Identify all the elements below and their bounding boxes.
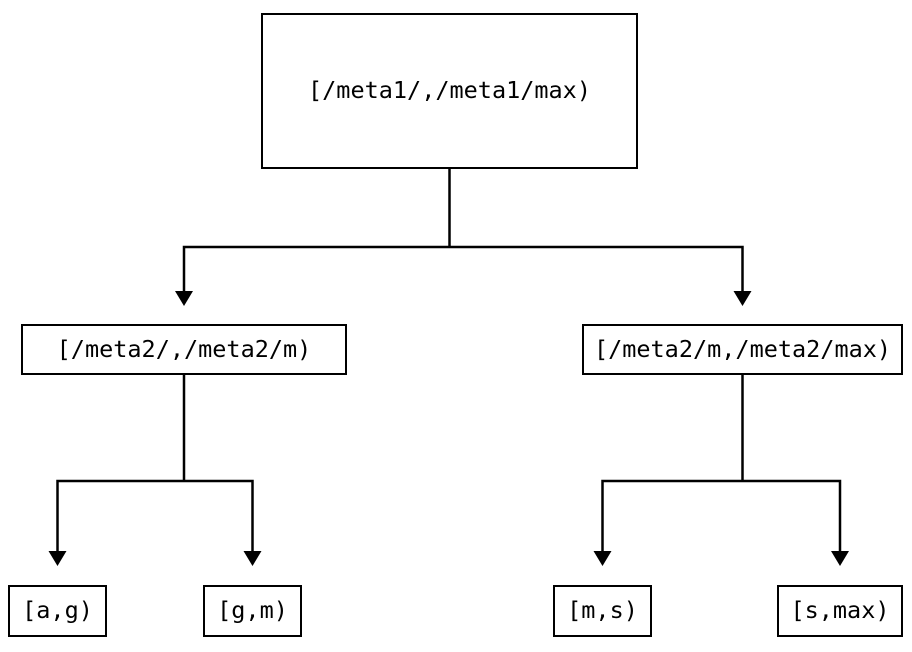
node-meta2-right: [/meta2/m,/meta2/max) bbox=[582, 324, 903, 375]
node-root: [/meta1/,/meta1/max) bbox=[261, 13, 638, 169]
arrow-down-icon bbox=[831, 551, 849, 566]
arrow-down-icon bbox=[733, 291, 752, 306]
edge-right-to-leaves bbox=[593, 375, 849, 566]
leaf-node-g-m: [g,m) bbox=[203, 585, 302, 637]
edge-line bbox=[182, 245, 744, 292]
leaf-node-m-s: [m,s) bbox=[553, 585, 652, 637]
edge-left-to-leaves bbox=[48, 375, 262, 566]
leaf-node-s-max: [s,max) bbox=[777, 585, 903, 637]
node-meta2-left: [/meta2/,/meta2/m) bbox=[21, 324, 347, 375]
arrow-down-icon bbox=[593, 551, 612, 566]
arrow-down-icon bbox=[48, 551, 67, 566]
arrow-down-icon bbox=[243, 551, 262, 566]
arrow-down-icon bbox=[175, 291, 193, 306]
leaf-node-a-g: [a,g) bbox=[8, 585, 107, 637]
edge-line bbox=[56, 479, 254, 552]
edge-line bbox=[601, 479, 842, 552]
edge-root-to-children bbox=[175, 169, 752, 306]
